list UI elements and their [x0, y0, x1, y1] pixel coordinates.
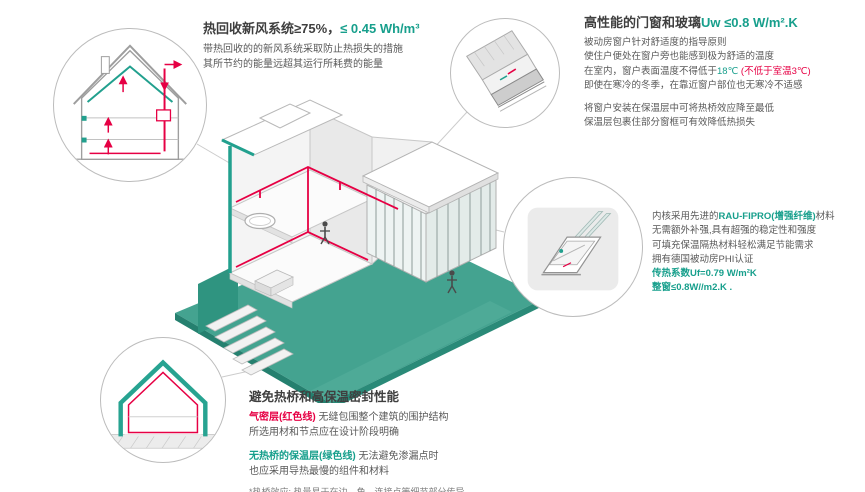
- profile-line-1: 内核采用先进的RAU-FIPRO(增强纤维)材料: [652, 211, 835, 222]
- insulation-layer-label: 无热桥的保温层(绿色线): [249, 451, 356, 462]
- material-name: RAU-FIPRO(增强纤维): [718, 211, 816, 222]
- profile-body: 内核采用先进的RAU-FIPRO(增强纤维)材料 无需额外补强,具有超强的稳定性…: [652, 210, 864, 296]
- callout-window-profile: [503, 177, 643, 317]
- hrv-title-value: ≤ 0.45 Wh/m³: [340, 21, 420, 36]
- human-figure: [320, 221, 330, 245]
- airtight-layer-label: 气密层(红色线): [249, 412, 316, 423]
- profile-line-4: 拥有德国被动房PHI认证: [652, 253, 754, 265]
- hrv-title: 热回收新风系统≥75%，≤ 0.45 Wh/m³: [203, 18, 503, 37]
- callout-window-install-detail: [450, 18, 560, 128]
- profile-line-2: 无需额外补强,具有超强的稳定性和强度: [652, 225, 817, 237]
- bridge-body: 气密层(红色线) 无缝包围整个建筑的围护结构 所选用材和节点应在设计阶段明确 无…: [249, 410, 579, 492]
- human-figure: [447, 270, 457, 294]
- bridge-title: 避免热桥和高保温密封性能: [249, 390, 400, 404]
- airtight-layer-red-line: [127, 371, 199, 434]
- insulation-layer-green-line: [118, 359, 208, 437]
- ventilation-section-illustration: [67, 44, 193, 161]
- uf-value: 传热系数Uf=0.79 W/m²K: [652, 268, 757, 279]
- profile-line-3: 可填充保温隔热材料轻松满足节能需求: [652, 239, 814, 251]
- bridge-section: 避免热桥和高保温密封性能 气密层(红色线) 无缝包围整个建筑的围护结构 所选用材…: [249, 386, 579, 492]
- windows-line-5: 将窗户安装在保温层中可将热桥效应降至最低: [584, 103, 775, 114]
- window-profile-illustration: [527, 207, 619, 291]
- bridge-line-4: 也应采用导热最慢的组件和材料: [249, 466, 389, 477]
- callout-insulation-section: [100, 337, 226, 463]
- stairs: [205, 304, 294, 376]
- windows-line-4: 即使在寒冷的冬季，在靠近窗户部位也无寒冷不适感: [584, 79, 803, 91]
- temperature-value: 18℃: [717, 65, 739, 77]
- windows-body: 被动房窗户针对舒适度的指导原则 使住户便处在窗户旁也能感到极为舒适的温度 在室内…: [584, 36, 862, 131]
- hrv-section: 热回收新风系统≥75%，≤ 0.45 Wh/m³ 带热回收的的新风系统采取防止热…: [203, 18, 503, 72]
- ventilation-ducts: [235, 166, 399, 268]
- bridge-line-1: 气密层(红色线) 无缝包围整个建筑的围护结构: [249, 412, 449, 423]
- heat-exchanger-unit: [156, 109, 172, 122]
- callout-ventilation-section: [53, 28, 207, 182]
- windows-title-dark: 高性能的门窗和玻璃: [584, 15, 702, 30]
- thermal-bridge-footnote: *热桥效应: 热量易于在边、角、连接点等细节部分传导: [249, 487, 465, 492]
- uw-value: 整窗≤0.8W//m2.K .: [652, 282, 733, 294]
- insulation-section-illustration: [108, 359, 218, 449]
- windows-line-1: 被动房窗户针对舒适度的指导原则: [584, 37, 727, 48]
- right-wing-glass-pavilion: [361, 141, 500, 283]
- bridge-line-2: 所选用材和节点应在设计阶段明确: [249, 427, 399, 438]
- profile-section: 内核采用先进的RAU-FIPRO(增强纤维)材料 无需额外补强,具有超强的稳定性…: [652, 210, 864, 296]
- windows-title-value: Uw ≤0.8 W/m².K: [701, 15, 798, 30]
- windows-section: 高性能的门窗和玻璃Uw ≤0.8 W/m².K 被动房窗户针对舒适度的指导原则 …: [584, 12, 862, 131]
- hrv-line-2: 其所节约的能量远超其运行所耗费的能量: [203, 59, 383, 70]
- kitchen-counter: [254, 269, 294, 297]
- main-house-illustration: [160, 88, 550, 410]
- hrv-line-1: 带热回收的的新风系统采取防止热损失的措施: [203, 44, 403, 55]
- hrv-body: 带热回收的的新风系统采取防止热损失的措施 其所节约的能量远超其运行所耗费的能量: [203, 42, 503, 72]
- window-install-illustration: [466, 30, 547, 112]
- bathtub: [244, 212, 276, 230]
- windows-title: 高性能的门窗和玻璃Uw ≤0.8 W/m².K: [584, 12, 862, 31]
- bridge-line-3: 无热桥的保温层(绿色线) 无法避免渗漏点时: [249, 451, 439, 462]
- windows-line-2: 使住户便处在窗户旁也能感到极为舒适的温度: [584, 51, 775, 63]
- temperature-note: (不低于室温3℃): [738, 65, 811, 77]
- windows-line-6: 保温层包裹住部分窗框可有效降低热损失: [584, 117, 756, 129]
- hrv-title-dark: 热回收新风系统≥75%，: [203, 21, 341, 36]
- windows-line-3: 在室内，窗户表面温度不得低于18℃ (不低于室温3℃): [584, 65, 811, 77]
